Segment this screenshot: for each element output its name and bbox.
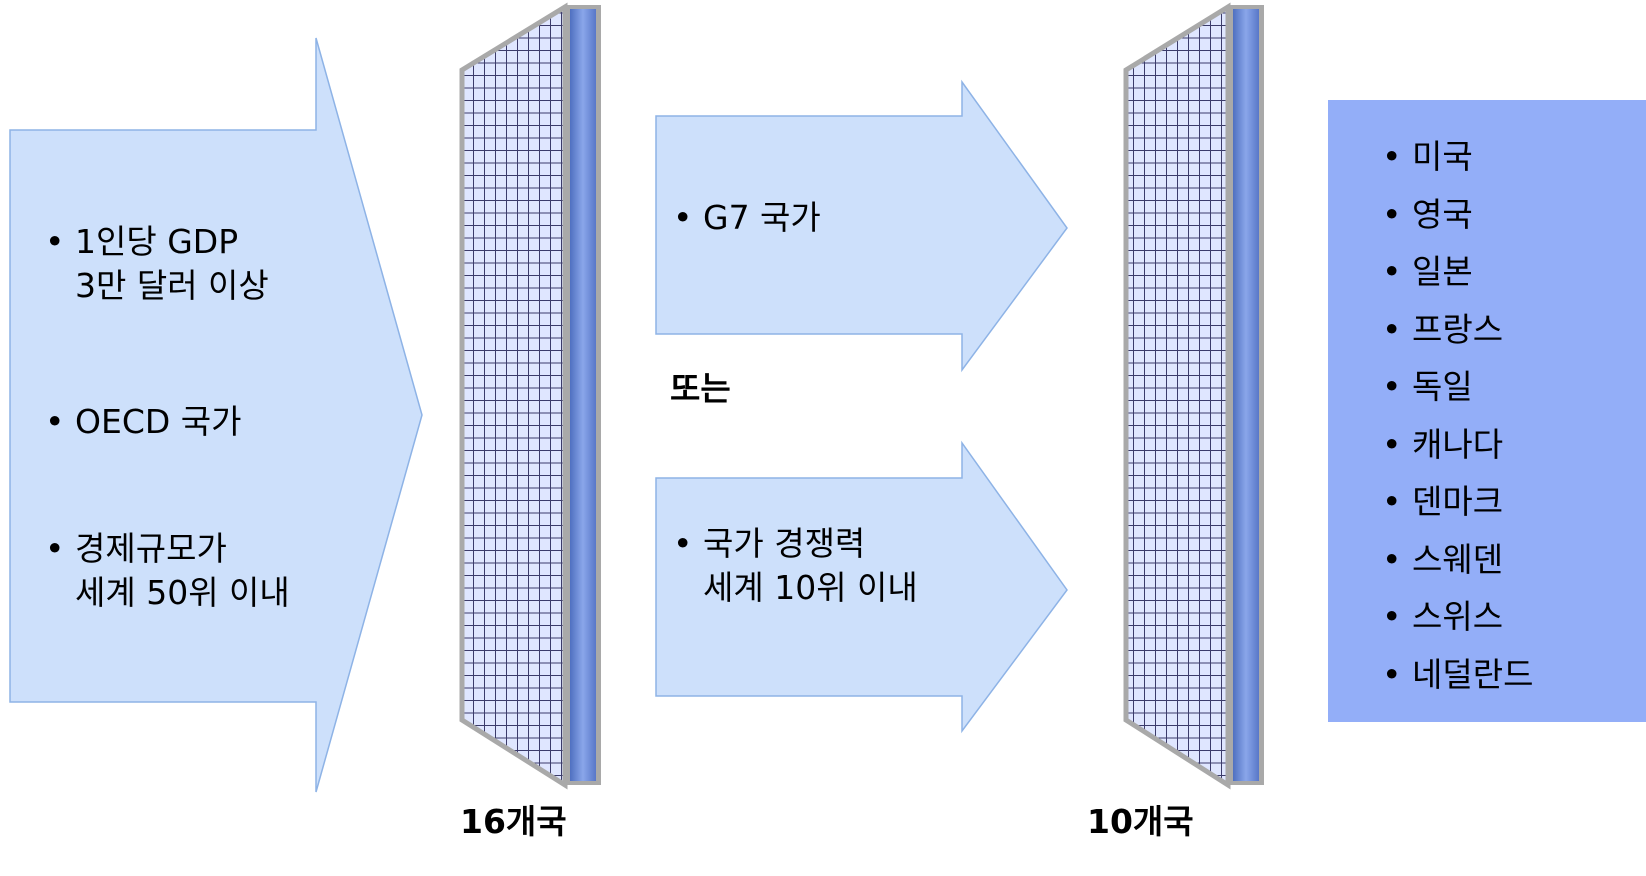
country-item: 미국 bbox=[1382, 128, 1632, 186]
filter-screen-2 bbox=[1123, 2, 1264, 790]
country-item: 프랑스 bbox=[1382, 301, 1632, 359]
g7-text: G7 국가 bbox=[703, 198, 821, 237]
country-item: 독일 bbox=[1382, 358, 1632, 416]
competitiveness-criterion: 국가 경쟁력 세계 10위 이내 bbox=[673, 522, 1013, 609]
criterion-economy-size: 경제규모가 세계 50위 이내 bbox=[45, 527, 405, 614]
country-item: 덴마크 bbox=[1382, 473, 1632, 531]
criterion-gdp: 1인당 GDP 3만 달러 이상 bbox=[45, 220, 405, 307]
competitiveness-list: 국가 경쟁력 세계 10위 이내 bbox=[673, 522, 1013, 609]
country-item: 스웨덴 bbox=[1382, 531, 1632, 589]
filter2-count-label: 10개국 bbox=[1087, 802, 1194, 841]
criterion-text: 3만 달러 이상 bbox=[75, 265, 269, 305]
country-item: 네덜란드 bbox=[1382, 646, 1632, 704]
country-item: 영국 bbox=[1382, 186, 1632, 244]
or-label: 또는 bbox=[670, 369, 731, 408]
filter-screen-1 bbox=[459, 2, 601, 790]
criterion-text: 1인당 GDP bbox=[75, 222, 239, 261]
g7-criterion: G7 국가 bbox=[673, 196, 993, 240]
country-item: 일본 bbox=[1382, 243, 1632, 301]
country-item: 스위스 bbox=[1382, 588, 1632, 646]
competitiveness-text: 세계 10위 이내 bbox=[703, 567, 918, 607]
g7-list: G7 국가 bbox=[673, 196, 993, 240]
criterion-oecd: OECD 국가 bbox=[45, 400, 405, 444]
criterion-text: OECD 국가 bbox=[75, 402, 242, 441]
criterion-text: 세계 50위 이내 bbox=[75, 572, 290, 612]
country-item: 캐나다 bbox=[1382, 416, 1632, 474]
criterion-text: 경제규모가 bbox=[75, 529, 227, 568]
competitiveness-text: 국가 경쟁력 bbox=[703, 524, 866, 563]
filter1-count-label: 16개국 bbox=[460, 802, 567, 841]
country-list: 미국 영국 일본 프랑스 독일 캐나다 덴마크 스웨덴 스위스 네덜란드 bbox=[1382, 128, 1632, 703]
